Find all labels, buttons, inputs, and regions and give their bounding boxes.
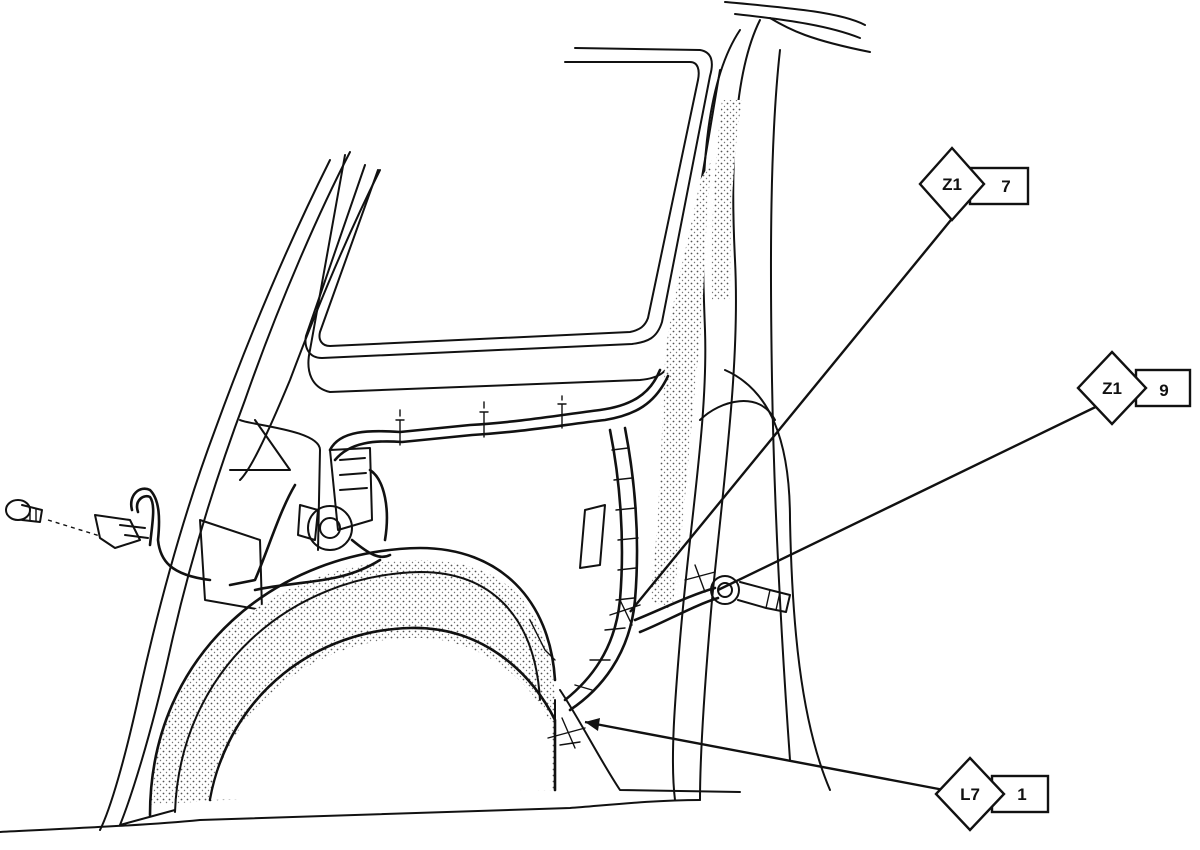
leader-line-z1-9 [717,398,1111,592]
connection-markers [547,564,716,749]
body-panel-outlines [0,1,871,833]
wiper-motor [228,447,392,592]
callout-l7-1: L7 1 [584,718,1050,832]
callout-code-z1-7: Z1 [942,175,962,194]
side-harness [563,426,720,712]
pillar-shading-upper [711,100,742,300]
callout-number-z1-7: 7 [1001,177,1010,196]
upper-harness [328,368,670,462]
callout-number-z1-9: 9 [1159,381,1168,400]
callout-z1-9: Z1 9 [717,350,1192,592]
callout-code-l7-1: L7 [960,785,980,804]
callout-z1-7: Z1 7 [629,146,1030,613]
callout-code-z1-9: Z1 [1102,379,1122,398]
leader-line-z1-7 [629,214,956,613]
detached-connector [5,487,212,582]
grommet [710,575,791,613]
callout-number-l7-1: 1 [1017,785,1026,804]
wheel-house [148,546,557,817]
leader-line-l7-1 [584,720,945,792]
d-pillar-shading [650,160,712,610]
